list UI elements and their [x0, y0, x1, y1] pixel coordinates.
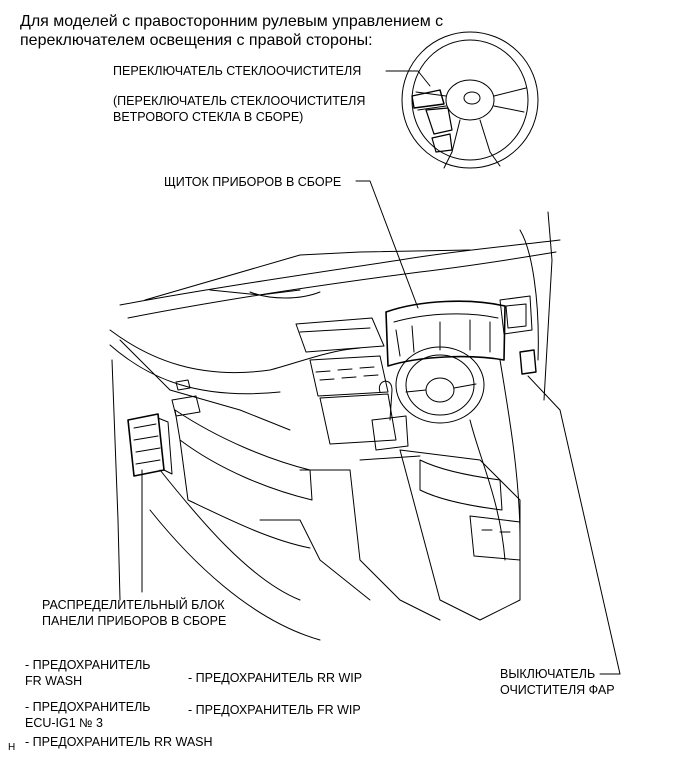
fuse-fr-wash-line-1: - ПРЕДОХРАНИТЕЛЬ — [25, 658, 151, 672]
leader-meter — [355, 180, 419, 309]
steering-wheel-emblem — [463, 91, 481, 105]
fuse-ecu-ig1-line-2: ECU-IG1 № 3 — [25, 716, 104, 730]
steering-wheel-rim-outer — [401, 31, 539, 169]
wiper-switch-stalk — [411, 89, 445, 109]
corner-mark: H — [8, 742, 16, 753]
steering-wheel-spoke-bottom — [451, 119, 491, 153]
meter-cluster-outline — [385, 300, 506, 367]
label-junction-block-line-2: ПАНЕЛИ ПРИБОРОВ В СБОРЕ — [42, 614, 227, 628]
steering-wheel-rim-inner — [411, 39, 529, 161]
label-junction-block-line-1: РАСПРЕДЕЛИТЕЛЬНЫЙ БЛОК — [42, 598, 225, 612]
heading-line-1: Для моделей с правосторонним рулевым упр… — [20, 13, 444, 30]
fuse-rr-wash: - ПРЕДОХРАНИТЕЛЬ RR WASH — [25, 735, 213, 749]
label-wiper-switch-assy-line-1: (ПЕРЕКЛЮЧАТЕЛЬ СТЕКЛООЧИСТИТЕЛЯ — [113, 94, 366, 108]
diagram-heading: Для моделей с правосторонним рулевым упр… — [20, 12, 490, 50]
label-headlamp-cleaner-line-1: ВЫКЛЮЧАТЕЛЬ — [500, 667, 596, 681]
heading-line-2: переключателем освещения с правой сторон… — [20, 32, 373, 49]
label-meter-assy: ЩИТОК ПРИБОРОВ В СБОРЕ — [164, 175, 342, 189]
label-wiper-switch: ПЕРЕКЛЮЧАТЕЛЬ СТЕКЛООЧИСТИТЕЛЯ — [113, 64, 362, 78]
steering-wheel-spoke-right — [493, 87, 527, 113]
fuse-ecu-ig1-line-1: - ПРЕДОХРАНИТЕЛЬ — [25, 700, 151, 714]
steering-column — [443, 151, 501, 169]
leader-wiper-switch — [385, 70, 431, 87]
fuse-fr-wip: - ПРЕДОХРАНИТЕЛЬ FR WIP — [188, 703, 361, 717]
leader-headlamp-cleaner — [527, 375, 621, 675]
label-wiper-switch-assy-line-2: ВЕТРОВОГО СТЕКЛА В СБОРЕ) — [113, 110, 304, 124]
label-headlamp-cleaner-line-2: ОЧИСТИТЕЛЯ ФАР — [500, 683, 615, 697]
fuse-fr-wash-line-2: FR WASH — [25, 674, 83, 688]
fuse-rr-wip: - ПРЕДОХРАНИТЕЛЬ RR WIP — [188, 671, 363, 685]
wiper-switch-body — [425, 107, 453, 153]
junction-block-outline — [127, 413, 165, 477]
steering-wheel-drawing — [385, 31, 539, 169]
dashboard-body — [109, 211, 561, 641]
steering-wheel-hub — [445, 79, 495, 121]
